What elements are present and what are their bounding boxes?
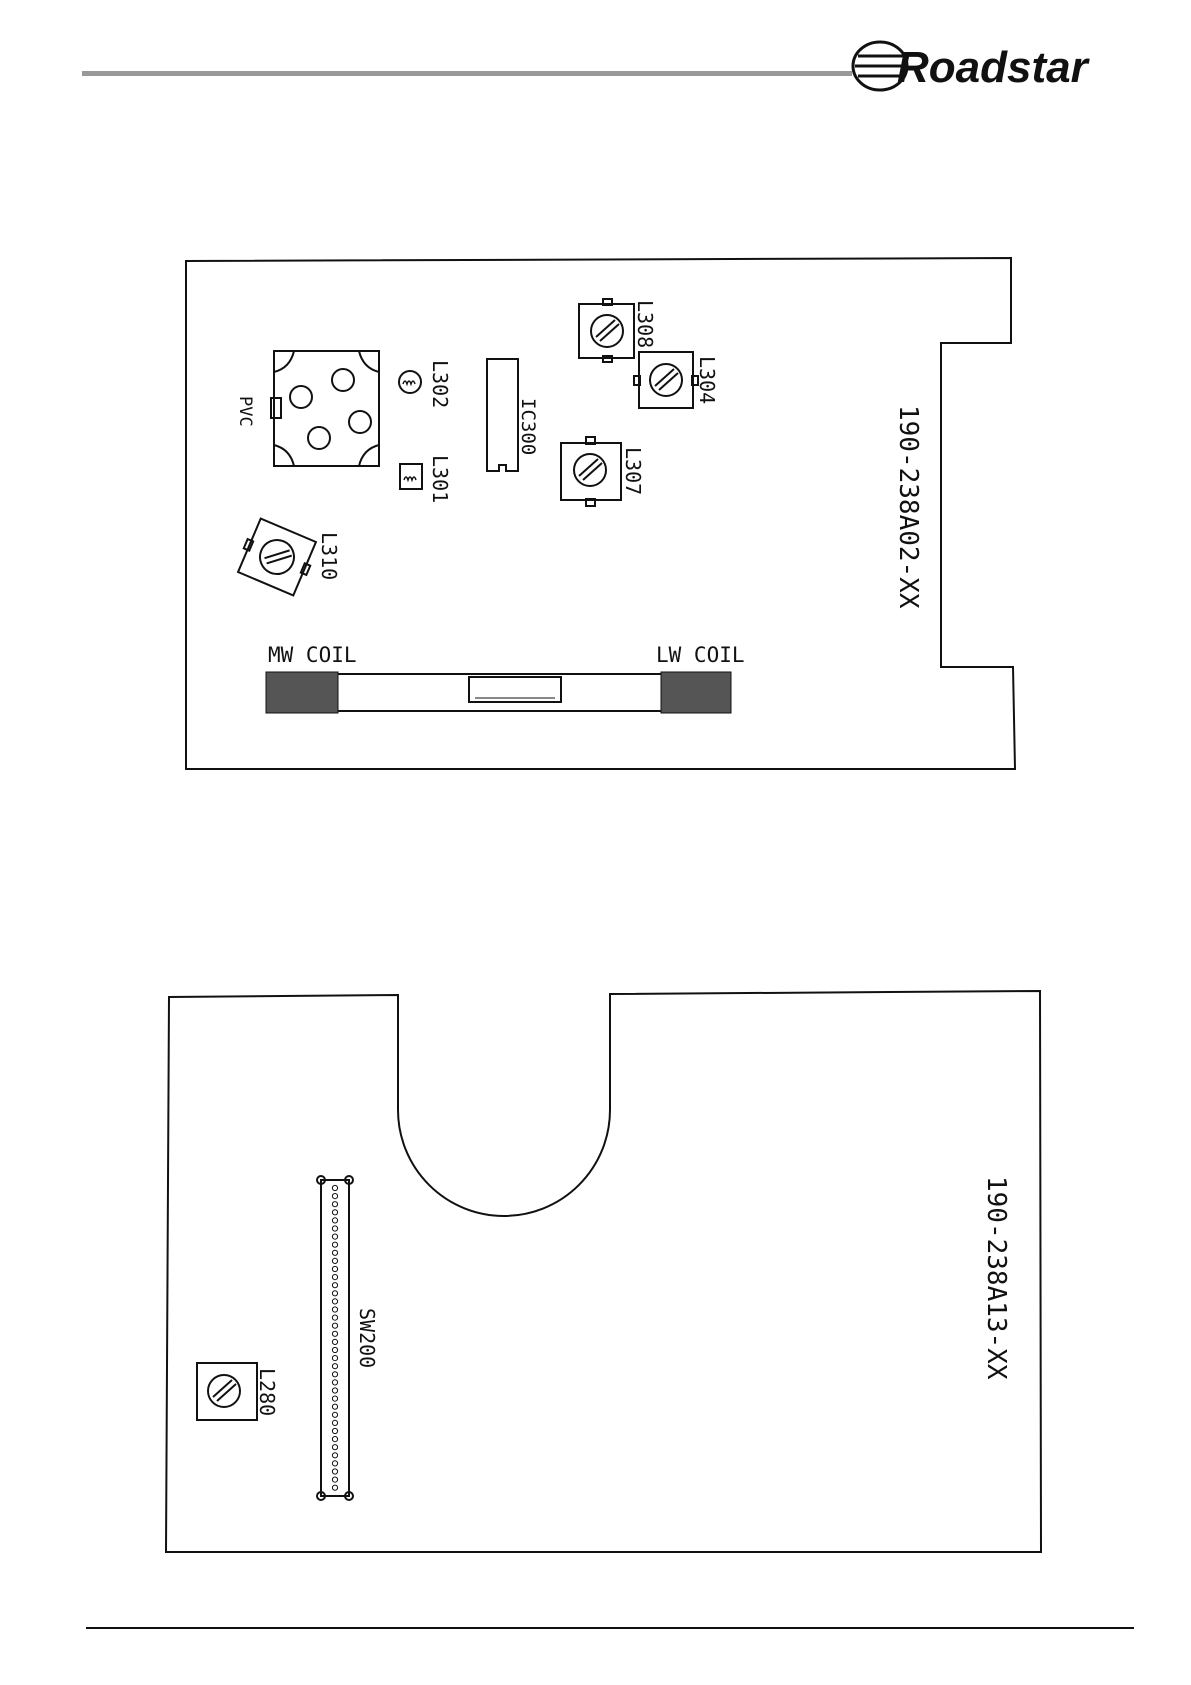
lw-coil-label: LW COIL: [656, 643, 745, 667]
sw200-switch: [317, 1176, 353, 1500]
switch-pin: [332, 1364, 337, 1369]
switch-pin: [332, 1283, 337, 1288]
pvc-variable-capacitor: [271, 351, 379, 466]
l302-label: L302: [428, 360, 452, 408]
switch-pin: [332, 1242, 337, 1247]
switch-pin: [332, 1404, 337, 1409]
switch-pin: [332, 1275, 337, 1280]
switch-pin: [332, 1428, 337, 1433]
switch-pin: [332, 1202, 337, 1207]
switch-pin: [332, 1388, 337, 1393]
switch-pin: [332, 1453, 337, 1458]
switch-pin: [332, 1485, 337, 1490]
roadstar-logo: Roadstar: [853, 42, 1091, 92]
l308-trim-coil: [579, 299, 634, 362]
switch-pin: [332, 1218, 337, 1223]
switch-pin: [332, 1396, 337, 1401]
l304-label: L304: [695, 356, 719, 404]
l310-trim-coil: [234, 517, 319, 597]
switch-pin: [332, 1291, 337, 1296]
l280-trim-coil: [197, 1363, 257, 1420]
l301-label: L301: [428, 455, 452, 503]
page-header: Roadstar: [82, 42, 1091, 92]
switch-pin: [332, 1234, 337, 1239]
pcb-top-part-number: 190-238A02-XX: [893, 405, 923, 609]
switch-pin: [332, 1372, 337, 1377]
l308-label: L308: [633, 300, 657, 348]
mw-coil-winding: [266, 672, 338, 713]
switch-pin: [332, 1258, 337, 1263]
ic300-label: IC300: [517, 398, 539, 455]
switch-pin: [332, 1461, 337, 1466]
switch-pin: [332, 1331, 337, 1336]
ferrite-antenna: [266, 672, 731, 713]
sw200-label: SW200: [355, 1308, 379, 1368]
switch-pin: [332, 1194, 337, 1199]
switch-pin: [332, 1226, 337, 1231]
switch-pin: [332, 1266, 337, 1271]
footer-rule: [86, 1627, 1134, 1629]
switch-pin: [332, 1412, 337, 1417]
pcb-top: PVC L302 L301 IC300 L308: [186, 258, 1015, 769]
pcb-bottom-outline: [166, 991, 1041, 1552]
switch-pin: [332, 1347, 337, 1352]
l307-trim-coil: [561, 437, 621, 506]
l304-trim-coil: [634, 352, 698, 408]
header-rule: [82, 71, 852, 76]
l310-label: L310: [317, 532, 341, 580]
pcb-bottom: SW200 L280 190-238A13-XX: [166, 991, 1041, 1552]
switch-pin: [332, 1299, 337, 1304]
switch-pin: [332, 1307, 337, 1312]
switch-pin: [332, 1339, 337, 1344]
l280-label: L280: [255, 1368, 279, 1416]
switch-pin: [332, 1380, 337, 1385]
l301-coil: [400, 464, 422, 489]
mw-coil-label: MW COIL: [268, 643, 357, 667]
lw-coil-winding: [661, 672, 731, 713]
switch-pin: [332, 1323, 337, 1328]
switch-pin: [332, 1185, 337, 1190]
brand-name: Roadstar: [897, 43, 1091, 92]
switch-pin: [332, 1356, 337, 1361]
ic300-chip: [487, 359, 518, 471]
switch-pin: [332, 1250, 337, 1255]
switch-pin: [332, 1469, 337, 1474]
l307-label: L307: [621, 447, 645, 495]
pvc-label: PVC: [235, 396, 255, 427]
switch-pin: [332, 1315, 337, 1320]
pcb-bottom-part-number: 190-238A13-XX: [981, 1176, 1011, 1380]
switch-pin: [332, 1210, 337, 1215]
switch-pin: [332, 1420, 337, 1425]
switch-pin: [332, 1445, 337, 1450]
switch-pin: [332, 1437, 337, 1442]
l302-coil: [399, 371, 421, 393]
switch-pin: [332, 1477, 337, 1482]
